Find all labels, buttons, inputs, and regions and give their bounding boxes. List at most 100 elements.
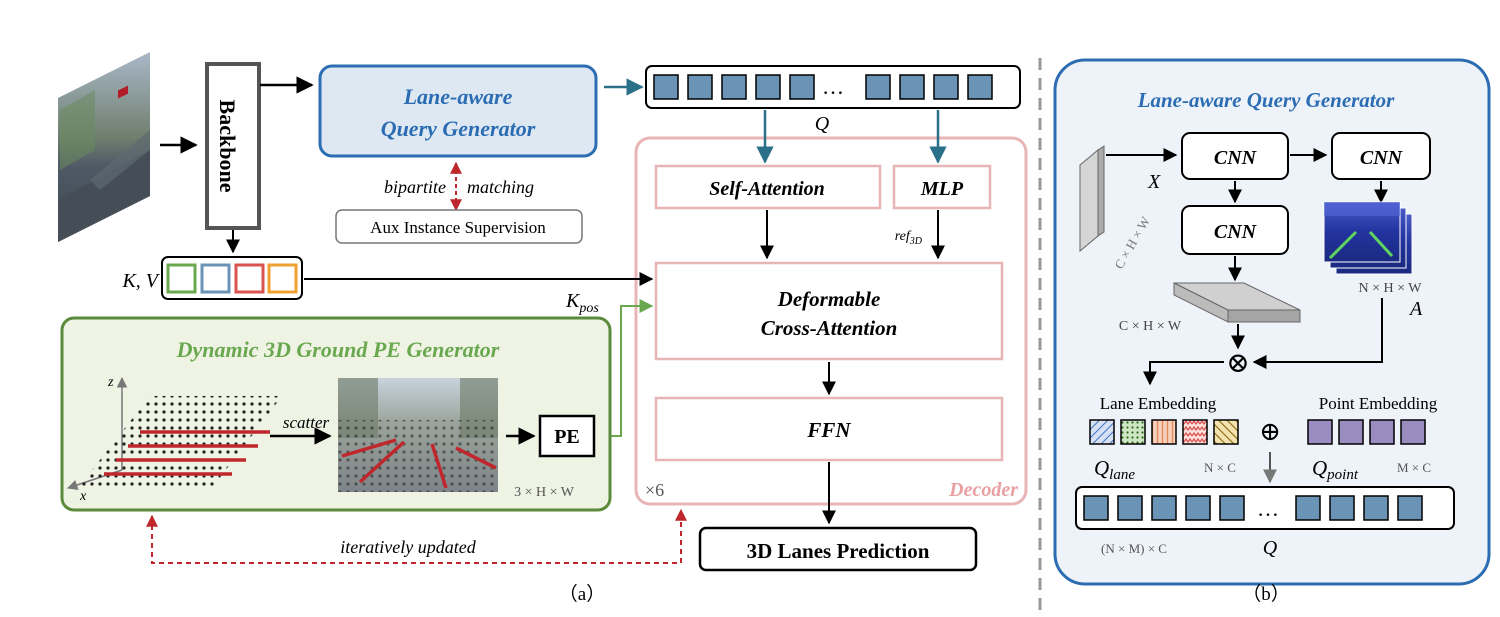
lane-embedding-label: Lane Embedding bbox=[1100, 394, 1217, 413]
deformable-line1: Deformable bbox=[777, 287, 881, 311]
cnn2-label: CNN bbox=[1214, 221, 1258, 243]
q-lane-label: Qlane bbox=[1094, 456, 1135, 483]
lane-emb-2 bbox=[1120, 419, 1146, 445]
shape-nhw: N × H × W bbox=[1359, 281, 1423, 296]
lane-emb-5 bbox=[1213, 419, 1239, 445]
prediction-box bbox=[698, 526, 978, 572]
kv-label: K, V bbox=[121, 270, 160, 292]
query-square bbox=[1397, 495, 1423, 521]
point-emb-4 bbox=[1400, 419, 1426, 445]
deformable-line2: Cross-Attention bbox=[761, 316, 898, 340]
ref3d-label: ref3D bbox=[895, 229, 923, 247]
kv-feature-orange bbox=[267, 263, 298, 294]
query-square bbox=[865, 74, 891, 100]
self-attention-label: Self-Attention bbox=[709, 178, 825, 200]
q-point-label: Qpoint bbox=[1312, 456, 1359, 483]
ground-lane-lines bbox=[104, 430, 270, 476]
backbone-block bbox=[205, 62, 261, 230]
mlp-label: MLP bbox=[920, 178, 964, 200]
x-axis-label: x bbox=[79, 489, 87, 504]
point-emb-3 bbox=[1369, 419, 1395, 445]
decoder-label: Decoder bbox=[948, 479, 1018, 501]
aux-supervision-box bbox=[335, 209, 583, 244]
query-square bbox=[1363, 495, 1389, 521]
lane-emb-4 bbox=[1182, 419, 1208, 445]
query-square bbox=[1117, 495, 1143, 521]
query-square bbox=[1185, 495, 1211, 521]
kv-feature-box bbox=[161, 256, 303, 300]
self-attention-box bbox=[654, 164, 882, 210]
cnn3-label: CNN bbox=[1360, 147, 1404, 169]
cnn1-box bbox=[1181, 132, 1289, 180]
projected-image bbox=[338, 378, 498, 492]
z-axis-label: z bbox=[107, 375, 114, 390]
query-square bbox=[653, 74, 679, 100]
input-image bbox=[58, 52, 150, 242]
deformable-attention-box bbox=[654, 261, 1004, 361]
query-square bbox=[1329, 495, 1355, 521]
final-query-ellipsis: … bbox=[1257, 496, 1279, 521]
matching-label: matching bbox=[467, 177, 534, 197]
ground-grid bbox=[78, 396, 282, 488]
query-ellipsis: … bbox=[822, 74, 844, 99]
query-square bbox=[1083, 495, 1109, 521]
query-square bbox=[899, 74, 925, 100]
kv-feature-red bbox=[234, 263, 265, 294]
point-emb-1 bbox=[1307, 419, 1333, 445]
cnn2-box bbox=[1181, 205, 1289, 255]
pe-shape-label: 3 × H × W bbox=[514, 485, 575, 500]
query-square bbox=[933, 74, 959, 100]
query-squares bbox=[653, 74, 993, 100]
query-q-label: Q bbox=[815, 113, 830, 135]
query-square bbox=[1219, 495, 1245, 521]
lane-query-generator-line2: Query Generator bbox=[381, 116, 536, 141]
a-label: A bbox=[1408, 298, 1423, 320]
caption-b: （b） bbox=[1242, 583, 1290, 605]
query-square bbox=[1295, 495, 1321, 521]
x-label: X bbox=[1147, 171, 1161, 193]
kpos-label: Kpos bbox=[565, 290, 599, 316]
point-emb-2 bbox=[1338, 419, 1364, 445]
attention-maps bbox=[1323, 201, 1413, 275]
panel-b-title: Lane-aware Query Generator bbox=[1137, 88, 1395, 112]
otimes-symbol: ⊗ bbox=[1226, 348, 1249, 379]
scatter-label: scatter bbox=[283, 413, 330, 432]
ffn-label: FFN bbox=[806, 418, 851, 442]
final-q-label: Q bbox=[1263, 537, 1278, 559]
feature-map-x bbox=[1079, 145, 1105, 253]
kv-feature-green bbox=[166, 263, 197, 294]
query-square bbox=[721, 74, 747, 100]
attention-to-product-arrow bbox=[1252, 298, 1383, 369]
query-square bbox=[755, 74, 781, 100]
pe-generator-title: Dynamic 3D Ground PE Generator bbox=[176, 337, 500, 362]
lane-emb-3 bbox=[1151, 419, 1177, 445]
query-square bbox=[967, 74, 993, 100]
flat-feature-map bbox=[1173, 282, 1301, 323]
iteratively-updated-label: iteratively updated bbox=[340, 537, 476, 557]
oplus-symbol: ⊕ bbox=[1259, 417, 1281, 446]
caption-a: （a） bbox=[559, 583, 605, 605]
point-embedding-label: Point Embedding bbox=[1319, 394, 1438, 413]
prediction-label: 3D Lanes Prediction bbox=[747, 539, 930, 563]
cnn1-label: CNN bbox=[1214, 147, 1258, 169]
query-square bbox=[789, 74, 815, 100]
shape-chw-2: C × H × W bbox=[1119, 319, 1182, 334]
pe-box bbox=[538, 414, 596, 458]
ffn-box bbox=[654, 396, 1004, 462]
nmc-label: (N × M) × C bbox=[1101, 541, 1167, 556]
lane-query-generator-box bbox=[318, 64, 598, 158]
query-square bbox=[1151, 495, 1177, 521]
mlp-box bbox=[892, 164, 992, 210]
kv-feature-blue bbox=[200, 263, 231, 294]
final-query-squares bbox=[1083, 495, 1423, 521]
nc-label: N × C bbox=[1204, 460, 1236, 475]
pe-label: PE bbox=[554, 426, 580, 448]
bipartite-label: bipartite bbox=[384, 177, 446, 197]
lane-emb-1 bbox=[1089, 419, 1115, 445]
lane-query-generator-line1: Lane-aware bbox=[403, 84, 513, 109]
aux-supervision-label: Aux Instance Supervision bbox=[370, 218, 546, 237]
query-square bbox=[687, 74, 713, 100]
cnn3-box bbox=[1331, 132, 1431, 180]
mc-label: M × C bbox=[1397, 460, 1431, 475]
